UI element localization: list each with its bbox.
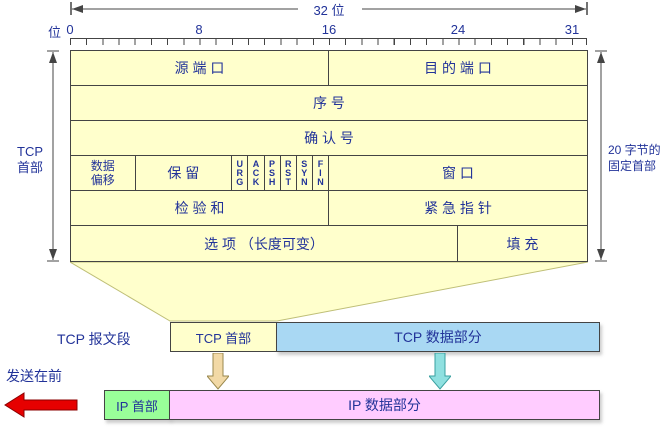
- flag-syn-cell: S Y N: [297, 156, 313, 190]
- sent-first-label: 发送在前: [6, 368, 62, 384]
- vertical-double-arrow-right-icon: [595, 50, 607, 262]
- reserved-cell: 保 留: [136, 156, 233, 190]
- tick-label-16: 16: [321, 22, 337, 37]
- flag-rst-cell: R S T: [281, 156, 297, 190]
- tick-label-8: 8: [195, 22, 203, 37]
- window-cell: 窗 口: [442, 165, 474, 181]
- table-row-checksum: 检 验 和 紧 急 指 针: [71, 191, 587, 226]
- table-row-ack: 确 认 号: [71, 121, 587, 156]
- table-row-seq: 序 号: [71, 86, 587, 121]
- dest-port-cell: 目 的 端 口: [424, 60, 492, 76]
- funnel-shape: [70, 262, 588, 322]
- tcp-header-brace-label: TCP 首部: [16, 144, 43, 175]
- ip-header-box: IP 首部: [104, 390, 170, 420]
- padding-cell: 填 充: [506, 235, 539, 252]
- urgent-pointer-cell: 紧 急 指 针: [424, 200, 492, 216]
- bit-ruler: [70, 38, 587, 45]
- bit-unit-label: 位: [48, 25, 62, 40]
- tick-label-0: 0: [66, 22, 74, 37]
- flag-psh-cell: P S H: [265, 156, 281, 190]
- table-row-flags: 数据 偏移 保 留 U R G A C K P S H R S T S Y N …: [71, 156, 587, 191]
- tcp-data-box: TCP 数据部分: [276, 322, 600, 352]
- tan-down-arrow-icon: [207, 353, 229, 390]
- tick-label-24: 24: [450, 22, 466, 37]
- source-port-cell: 源 端 口: [71, 51, 329, 85]
- flag-ack-cell: A C K: [248, 156, 265, 190]
- flag-urg-cell: U R G: [232, 156, 249, 190]
- checksum-cell: 检 验 和: [71, 191, 329, 225]
- table-row-options: 选 项 （长度可变） 填 充: [71, 226, 587, 261]
- table-row-ports: 源 端 口 目 的 端 口: [71, 51, 587, 86]
- tcp-segment-label: TCP 报文段: [57, 331, 131, 347]
- vertical-double-arrow-left-icon: [47, 50, 59, 262]
- data-offset-cell: 数据 偏移: [71, 156, 136, 190]
- tcp-header-table: 源 端 口 目 的 端 口 序 号 确 认 号 数据 偏移 保 留 U R G …: [70, 50, 588, 262]
- ack-number-cell: 确 认 号: [304, 130, 354, 146]
- sequence-number-cell: 序 号: [313, 95, 345, 111]
- cyan-down-arrow-icon: [429, 353, 451, 390]
- red-left-arrow-icon: [4, 392, 78, 418]
- tick-label-31: 31: [564, 22, 580, 37]
- options-cell: 选 项 （长度可变）: [71, 226, 458, 261]
- flag-fin-cell: F I N: [313, 156, 329, 190]
- total-width-label: 32 位: [70, 0, 588, 19]
- ip-data-box: IP 数据部分: [169, 390, 600, 420]
- horizontal-double-arrow-icon: [70, 2, 588, 15]
- fixed-header-brace-label: 20 字节的 固定首部: [608, 143, 661, 173]
- tcp-header-box: TCP 首部: [170, 322, 277, 352]
